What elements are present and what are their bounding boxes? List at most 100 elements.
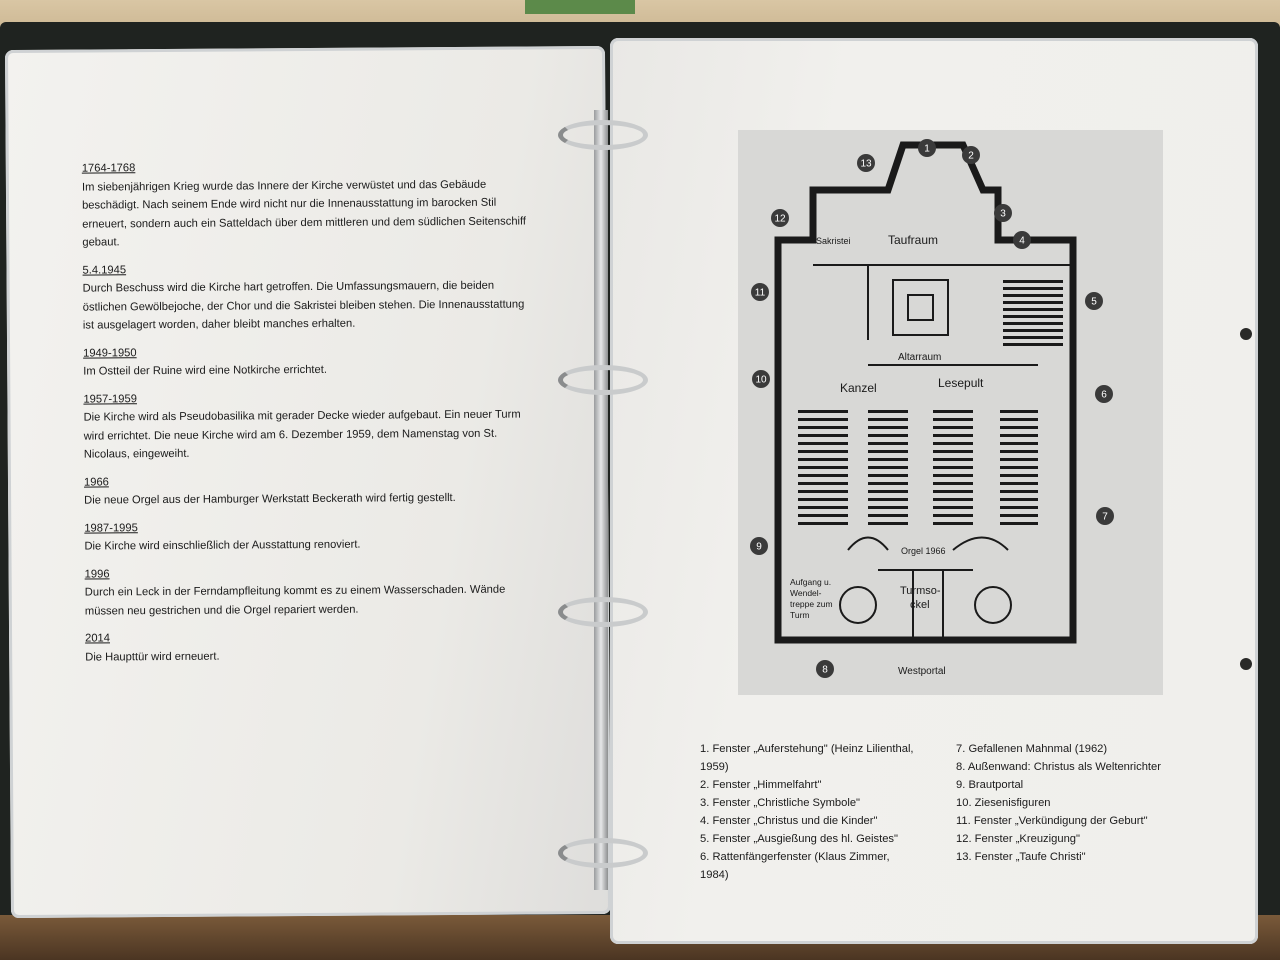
svg-text:11: 11 <box>755 288 766 299</box>
marker-7: 7 <box>1096 507 1114 525</box>
pew <box>933 442 973 445</box>
pew <box>868 426 908 429</box>
label-kanzel: Kanzel <box>840 381 877 395</box>
pew <box>868 466 908 469</box>
pew <box>1000 426 1038 429</box>
pew <box>868 442 908 445</box>
legend-item: 9. Brautportal <box>956 779 1024 791</box>
legend-right: 7. Gefallenen Mahnmal (1962) 8. Außenwan… <box>956 740 1196 866</box>
pew <box>933 426 973 429</box>
marker-13: 13 <box>857 154 875 172</box>
pew <box>798 498 848 501</box>
marker-9: 9 <box>750 537 768 555</box>
pew <box>798 442 848 445</box>
legend-item: 4. Fenster „Christus und die Kinder" <box>700 815 878 827</box>
pew <box>868 418 908 421</box>
pew <box>1003 343 1063 346</box>
pew <box>1003 280 1063 283</box>
pew <box>933 418 973 421</box>
entry-text: Die Haupttür wird erneuert. <box>85 650 220 664</box>
pew <box>868 458 908 461</box>
label-aufgang: treppe zum <box>790 599 833 609</box>
pew <box>1000 410 1038 413</box>
pew <box>933 410 973 413</box>
pew <box>933 490 973 493</box>
pew <box>933 514 973 517</box>
legend-item: 8. Außenwand: Christus als Weltenrichter <box>956 761 1161 773</box>
pew <box>933 458 973 461</box>
label-lesepult: Lesepult <box>938 376 984 390</box>
pew <box>1000 458 1038 461</box>
punch-hole <box>1240 658 1252 670</box>
pew <box>798 506 848 509</box>
legend-item: 12. Fenster „Kreuzigung" <box>956 833 1080 845</box>
marker-10: 10 <box>752 370 770 388</box>
marker-11: 11 <box>751 283 769 301</box>
label-aufgang: Aufgang u. <box>790 577 831 587</box>
entry-text: Die neue Orgel aus der Hamburger Werksta… <box>84 491 456 507</box>
pew <box>933 466 973 469</box>
entry-text: Im Ostteil der Ruine wird eine Notkirche… <box>83 363 327 378</box>
binder-ring <box>558 120 648 150</box>
legend-item: 2. Fenster „Himmelfahrt" <box>700 779 822 791</box>
binder-ring <box>558 838 648 868</box>
svg-text:12: 12 <box>774 214 786 225</box>
punch-hole <box>1240 328 1252 340</box>
legend-item: 10. Ziesenisfiguren <box>956 797 1051 809</box>
pew <box>1003 315 1063 318</box>
pew <box>868 522 908 525</box>
svg-text:7: 7 <box>1102 512 1108 523</box>
pew <box>798 410 848 413</box>
pew <box>1003 301 1063 304</box>
pew <box>1000 466 1038 469</box>
legend-item: 3. Fenster „Christliche Symbole" <box>700 797 861 809</box>
label-turmsockel: Turmso- <box>900 585 941 597</box>
pew <box>798 466 848 469</box>
legend-left: 1. Fenster „Auferstehung" (Heinz Lilient… <box>700 740 920 884</box>
pew <box>868 434 908 437</box>
marker-6: 6 <box>1095 385 1113 403</box>
pew <box>1000 450 1038 453</box>
label-turmsockel: ckel <box>910 599 930 611</box>
pew <box>798 514 848 517</box>
pew <box>933 434 973 437</box>
pew <box>1000 490 1038 493</box>
pew <box>933 498 973 501</box>
pew <box>1000 498 1038 501</box>
svg-text:4: 4 <box>1019 236 1025 247</box>
pew <box>1003 308 1063 311</box>
pew <box>868 450 908 453</box>
svg-text:1: 1 <box>924 144 930 155</box>
pew <box>798 450 848 453</box>
svg-text:2: 2 <box>968 151 974 162</box>
marker-1: 1 <box>918 139 936 157</box>
right-page: Sakristei Taufraum Altarraum Kanzel Lese… <box>610 38 1258 944</box>
pew <box>798 482 848 485</box>
legend-item: 7. Gefallenen Mahnmal (1962) <box>956 743 1108 755</box>
entry-text: Durch Beschuss wird die Kirche hart getr… <box>82 279 525 332</box>
pew <box>868 490 908 493</box>
pew <box>1000 418 1038 421</box>
entry-text: Im siebenjährigen Krieg wurde das Innere… <box>81 178 527 249</box>
binder-ring <box>558 365 648 395</box>
label-sakristei: Sakristei <box>816 236 851 246</box>
green-object <box>525 0 635 14</box>
pew <box>798 418 848 421</box>
pew <box>798 490 848 493</box>
binder-spine <box>594 110 608 890</box>
pew <box>798 522 848 525</box>
pew <box>1000 474 1038 477</box>
svg-text:3: 3 <box>1000 209 1006 220</box>
legend-item: 6. Rattenfängerfenster (Klaus Zimmer, 19… <box>700 851 890 881</box>
legend-item: 5. Fenster „Ausgießung des hl. Geistes" <box>700 833 898 845</box>
pew <box>1000 506 1038 509</box>
pew <box>798 426 848 429</box>
